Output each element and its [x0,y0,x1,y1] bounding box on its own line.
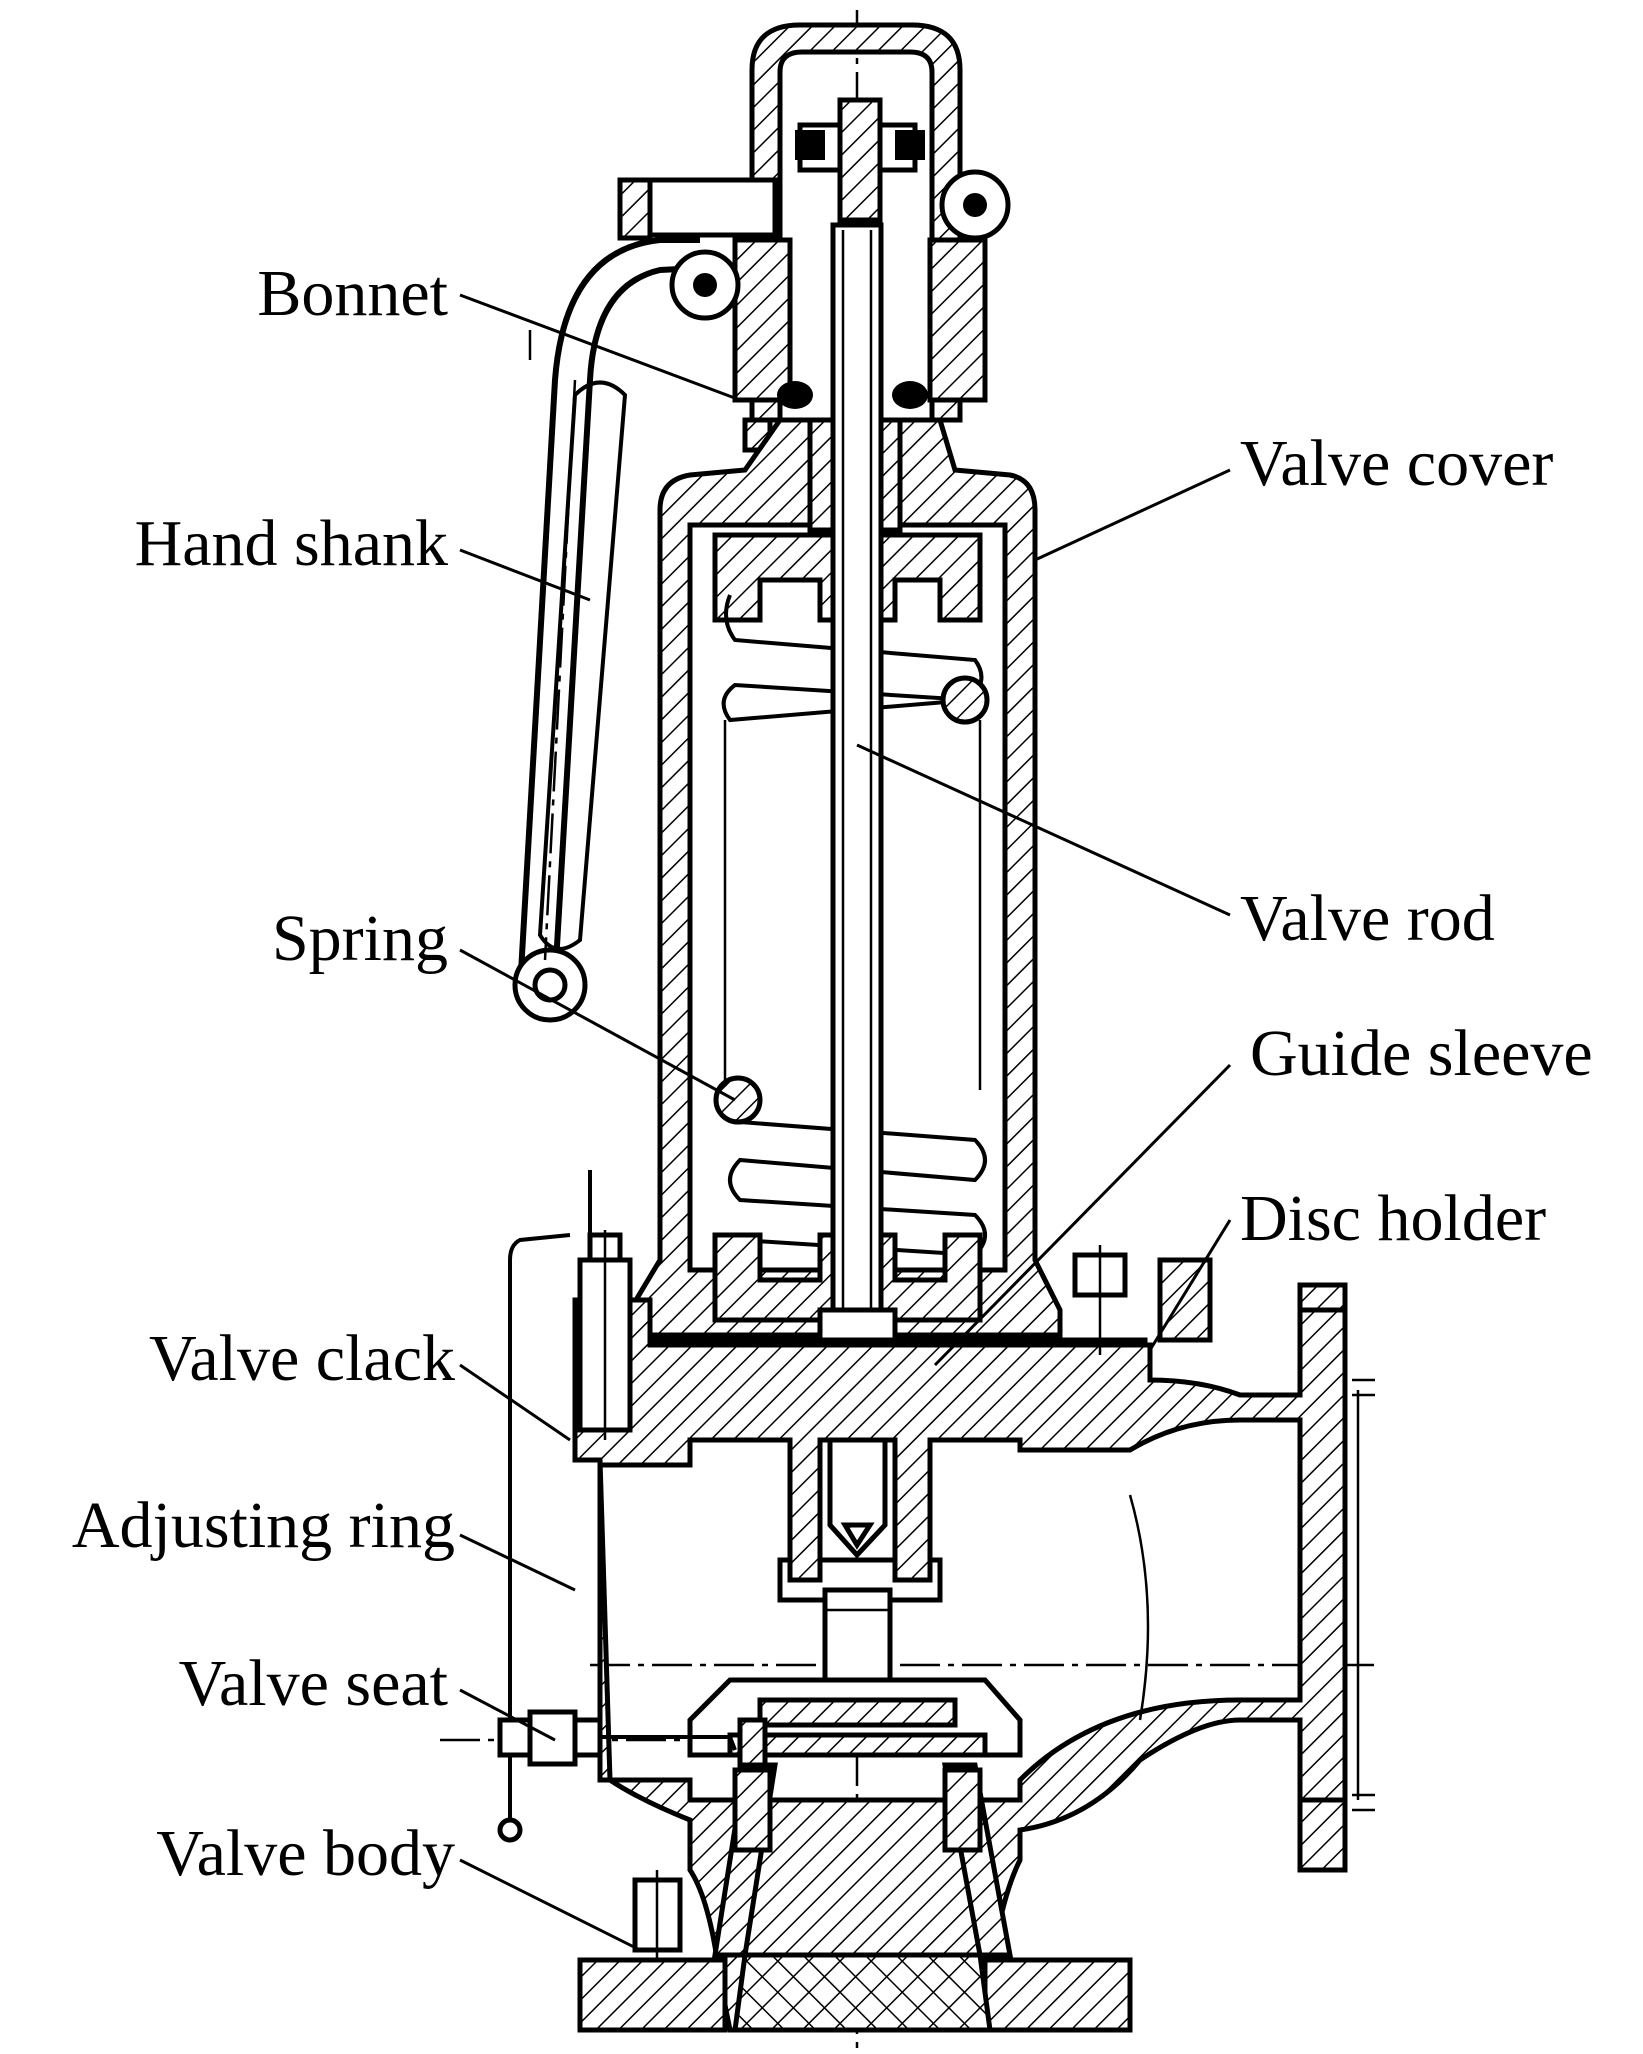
label-bonnet: Bonnet [257,257,448,330]
leader-valve-rod [856,743,1231,917]
leader-spring [459,948,736,1102]
leader-lines [459,293,1232,1952]
leader-bonnet [459,293,741,402]
label-adjusting-ring: Adjusting ring [72,1489,455,1562]
leader-guide-sleeve [933,1063,1232,1367]
labels: Bonnet Hand shank Spring Valve clack Adj… [72,257,1593,1890]
leader-valve-body [459,1858,641,1952]
label-hand-shank: Hand shank [135,507,448,580]
hand-shank-part [512,237,741,1023]
adjusting-ring-part [497,1170,768,1843]
label-guide-sleeve: Guide sleeve [1250,1017,1593,1090]
leader-valve-cover [1034,468,1231,562]
leader-adjusting-ring [459,1533,576,1592]
label-disc-holder: Disc holder [1240,1182,1546,1255]
leader-disc-holder [1148,1219,1232,1351]
label-valve-body: Valve body [156,1817,455,1890]
bonnet-part [732,237,988,453]
leader-valve-seat [459,1688,556,1742]
leader-valve-clack [459,1363,571,1442]
spring-part [713,594,990,1277]
valve-seat-part [712,1762,1014,2033]
label-valve-clack: Valve clack [149,1322,455,1395]
label-valve-seat: Valve seat [179,1647,448,1720]
label-valve-cover: Valve cover [1240,427,1553,500]
valve-clack-part [687,1677,1023,1758]
label-spring: Spring [272,902,448,975]
label-valve-rod: Valve rod [1240,882,1495,955]
bolts [577,1230,1128,1960]
leader-hand-shank [459,548,591,602]
